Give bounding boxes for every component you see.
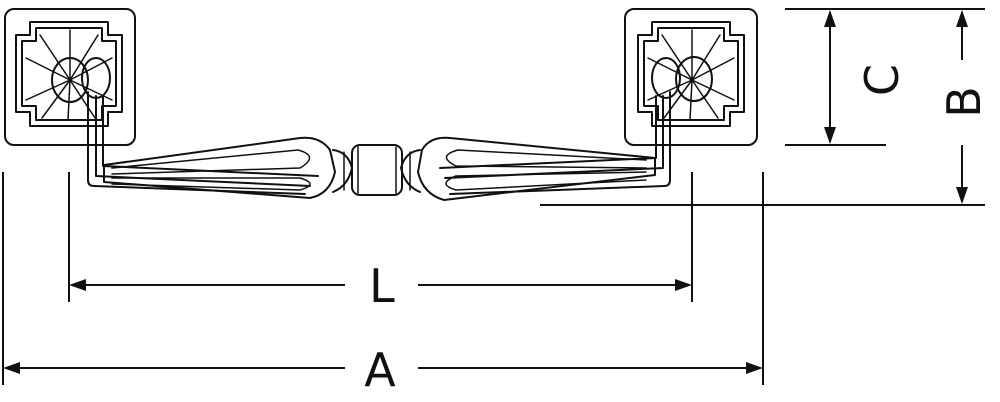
dimension-a-label: A — [364, 343, 396, 397]
dimension-c-label: C — [855, 64, 909, 96]
right-backplate — [624, 8, 758, 146]
dimension-c: C — [785, 8, 985, 146]
dimension-l-label: L — [369, 259, 395, 313]
dimension-a: A — [2, 172, 764, 397]
handle-bail — [87, 91, 671, 201]
dimension-b-label: B — [937, 86, 991, 118]
left-rosette-rays — [25, 29, 113, 121]
left-backplate — [4, 8, 136, 146]
dimension-b: B — [540, 10, 991, 206]
dimension-l: L — [68, 172, 693, 313]
right-rosette-rays — [647, 29, 735, 121]
